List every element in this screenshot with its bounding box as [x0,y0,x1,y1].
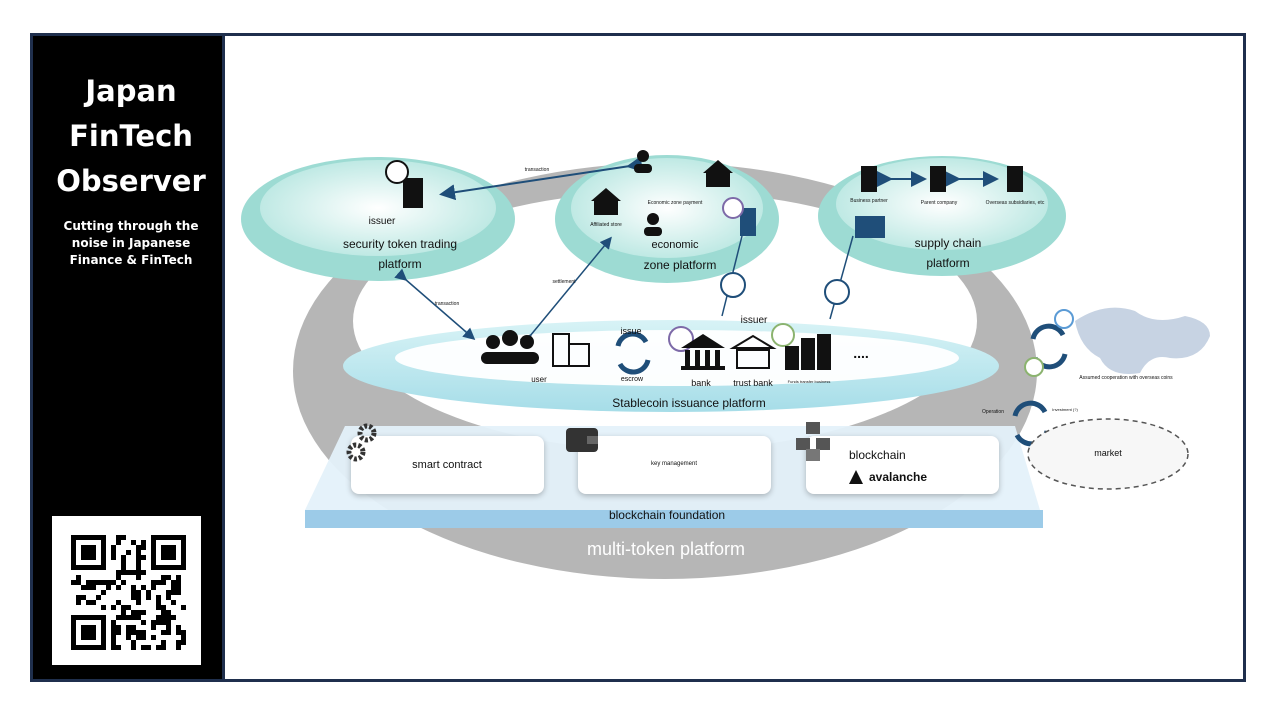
overseas-subsidiaries-label: Overseas subsidiaries, etc [985,200,1045,206]
key-management-label: key management [650,461,698,467]
building-icon [1007,166,1023,192]
key-management-card: key management [578,436,771,494]
stablecoin-platform-label: Stablecoin issuance platform [612,396,766,410]
economic-platform-label-2: zone platform [643,258,717,272]
coin-icon [1054,309,1074,329]
office-building-icon [552,333,590,367]
business-partner-label: Business partner [850,198,888,204]
smart-contract-label: smart contract [412,459,482,471]
trust-bank-icon [729,334,777,369]
stable-issuer-label: issuer [740,315,768,326]
affiliated-store-label: Affiliated store [590,222,622,228]
tagline: Cutting through the noise in Japanese Fi… [33,218,229,269]
settlement-label: settlement [552,279,576,285]
market-ellipse [1027,418,1189,490]
store-icon [703,160,733,187]
person-icon [634,150,652,173]
gear-icon [346,423,377,462]
settlement-arrow [519,236,612,347]
building-icon [930,166,946,192]
trust-bank-label: trust bank [733,378,773,388]
economic-platform-label: economic [651,239,699,251]
transaction-arrow [394,268,476,340]
bank-icon [681,334,725,370]
tagline-line-2: noise in Japanese [71,236,191,250]
tagline-line-3: Finance & FinTech [69,253,193,267]
issuer-building-icon [403,178,423,208]
economic-payment-label: Economic zone payment [647,200,703,206]
security-platform-label: security token trading [342,237,458,251]
user-label: user [531,375,547,384]
blocks-icon [796,422,830,461]
building-icon [740,208,756,236]
wallet-icon [566,428,598,452]
multi-token-platform-label: multi-token platform [586,539,746,559]
avalanche-icon [849,470,863,484]
handshake-icon [720,272,746,298]
blockchain-card: blockchain avalanche [806,436,999,494]
coin-icon [385,160,409,184]
ellipsis-label: .... [853,345,869,361]
brand-title: Japan FinTech Observer [33,69,229,204]
avalanche-label: avalanche [869,470,928,484]
coin-icon [771,323,795,347]
brand-line-1: Japan [85,74,177,108]
coin-icon [1024,357,1044,377]
brand-line-3: Observer [56,164,206,198]
tagline-line-1: Cutting through the [63,219,199,233]
buildings-icon [785,334,831,370]
investment-label: Investment (?) [1052,407,1078,412]
smart-contract-card: smart contract [351,436,544,494]
store-icon [591,188,621,215]
buildings-icon [855,216,885,238]
users-icon [481,330,539,364]
escrow-label: escrow [620,376,644,383]
supply-platform-label-2: platform [926,256,970,270]
supply-link [829,235,854,320]
qr-code-icon [71,535,186,650]
sidebar: Japan FinTech Observer Cutting through t… [33,36,225,679]
coin-icon [722,197,744,219]
foundation-base [305,510,1043,528]
brand-line-2: FinTech [69,119,193,153]
person-icon [644,213,662,236]
transaction-label: transaction [434,301,460,307]
funds-transfer-label: Funds transfer business [787,379,831,384]
security-ring-hole [260,160,496,256]
bank-label: bank [691,378,711,388]
diagram-area: issuer security token trading platform e… [225,36,1244,679]
supply-platform-label: supply chain [914,236,982,250]
market-label: market [1094,448,1122,458]
qr-code[interactable] [52,516,201,665]
handshake-icon [824,279,850,305]
building-icon [861,166,877,192]
foundation-label: blockchain foundation [608,508,726,522]
top-transaction-label: transaction [524,167,550,173]
blockchain-label: blockchain [849,448,906,462]
diagram-canvas [241,150,1210,579]
overseas-cooperation-label: Assumed cooperation with overseas coins [1079,375,1173,381]
issue-label: issue [620,326,642,336]
escrow-sync-icon [615,331,651,375]
avalanche-logo: avalanche [849,470,927,484]
operation-label: Operation [982,409,1004,415]
top-transaction-arrow [439,156,644,201]
security-issuer-label: issuer [368,216,396,227]
parent-company-label: Parent company [920,200,958,206]
world-map-icon [1075,307,1210,374]
security-platform-label-2: platform [378,257,422,271]
